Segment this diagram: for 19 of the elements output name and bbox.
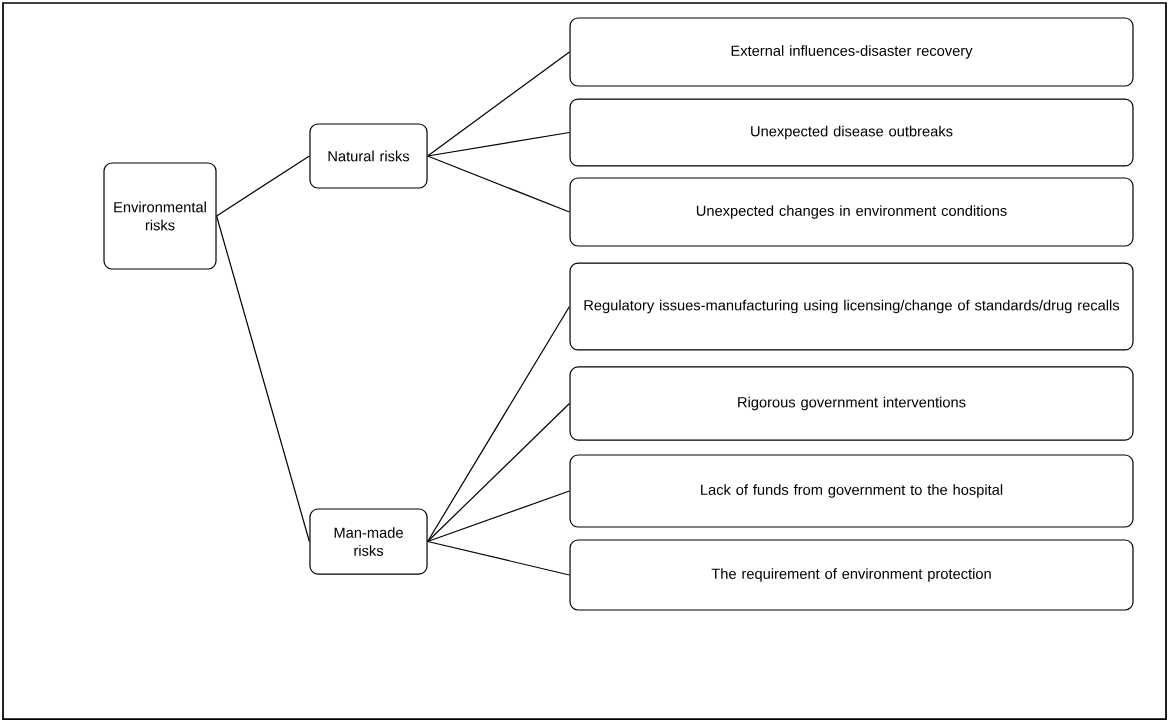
connector xyxy=(427,402,571,543)
box: Natural risks xyxy=(309,123,428,189)
box: Unexpected disease outbreaks xyxy=(569,98,1134,167)
box: Environmental risks xyxy=(103,162,217,270)
box: External influences-disaster recovery xyxy=(569,17,1134,87)
box: Rigorous government interventions xyxy=(569,366,1134,441)
box: Lack of funds from government to the hospital xyxy=(569,454,1134,528)
connector xyxy=(427,490,571,543)
connector xyxy=(427,540,571,576)
box: The requirement of environment protection xyxy=(569,539,1134,611)
box: Regulatory issues-manufacturing using licensing/change of standards/drug recalls xyxy=(569,262,1134,351)
connector xyxy=(216,215,310,543)
connector xyxy=(427,51,571,157)
connector xyxy=(216,155,310,217)
connector xyxy=(427,155,571,213)
box: Man-made risks xyxy=(309,508,428,575)
box: Unexpected changes in environment conditions xyxy=(569,177,1134,247)
connector xyxy=(427,305,571,543)
connector xyxy=(427,131,571,157)
